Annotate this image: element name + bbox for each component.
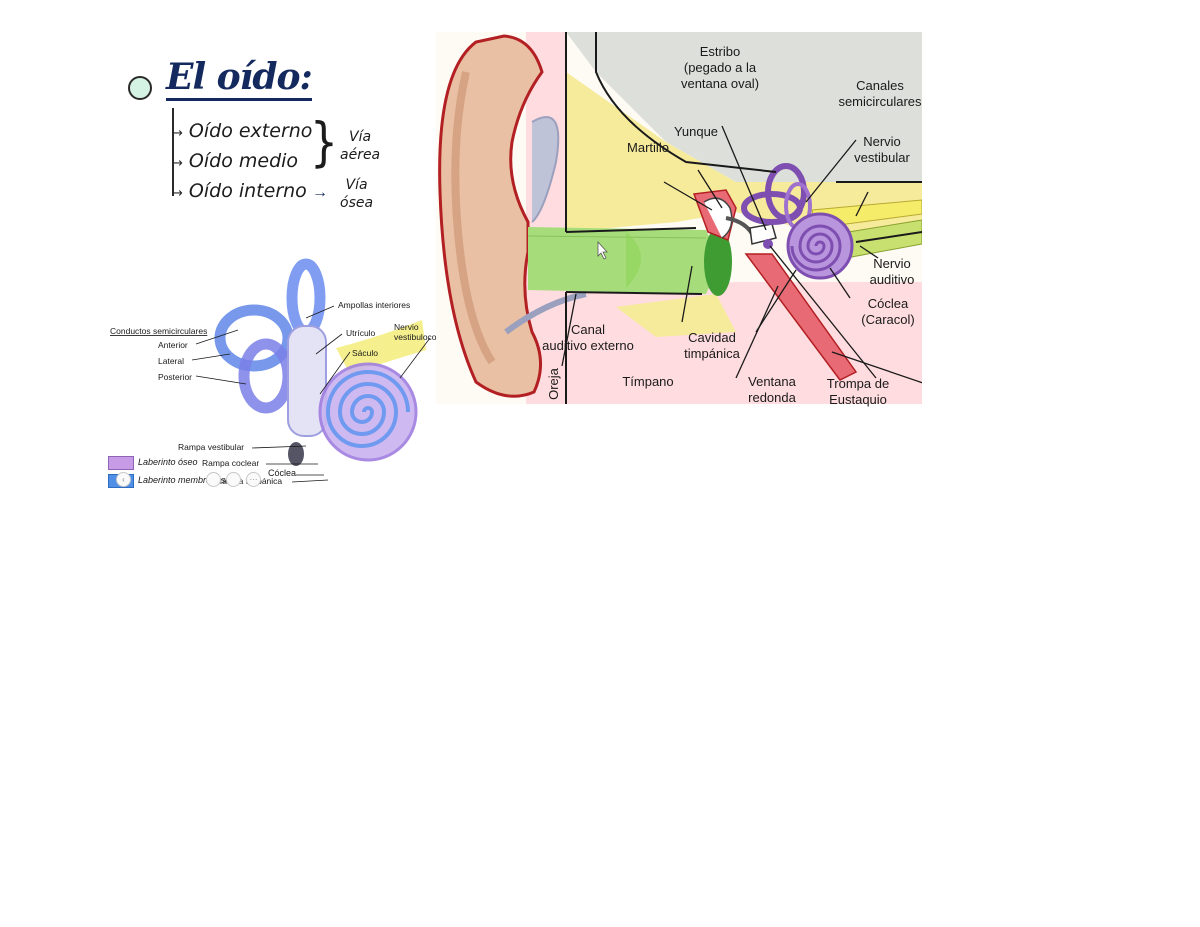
label-nervio-vc-line-2: vestibulococlear — [394, 332, 436, 342]
label-nervio-vestibular-line-2: vestibular — [854, 150, 910, 165]
coclea-leader — [296, 474, 324, 476]
slide: El oído: → Oído externo → Oído medio → Oído… — [106, 32, 922, 488]
via-aerea-label: Vía aérea — [340, 128, 380, 164]
label-nervio-auditivo-line-2: auditivo — [870, 272, 915, 287]
label-estribo-line-2: (pegado a la — [684, 60, 757, 75]
toolbar-button[interactable] — [206, 472, 221, 487]
arrow-right-icon: → — [172, 126, 183, 141]
svg-text:Nerviovestibulococlear: Nerviovestibulococlear — [394, 322, 436, 342]
more-options-button[interactable]: ··· — [246, 472, 261, 487]
legend-swatch-oseo — [108, 456, 134, 470]
label-timpano: Tímpano — [622, 374, 673, 389]
coclea-inner-spiral — [325, 370, 410, 448]
conducto-posterior-shape — [238, 338, 294, 414]
coclea-inner-shape — [318, 362, 418, 462]
label-canal-line-1: Canal — [571, 322, 605, 337]
label-trompa-line-2: Eustaquio — [829, 392, 887, 407]
label-posterior: Posterior — [158, 372, 192, 382]
outline-item-interno: → Oído interno — [172, 180, 307, 202]
label-coclea-line-1: Cóclea — [868, 296, 909, 311]
legend-label-oseo: Laberinto óseo — [138, 457, 198, 467]
via-aerea-line-1: Vía — [349, 129, 372, 145]
label-nervio-vestibular-line-1: Nervio — [863, 134, 901, 149]
label-ventana-line-1: Ventana — [748, 374, 796, 389]
lower-bone — [616, 294, 736, 337]
label-martillo: Martillo — [627, 140, 669, 155]
label-ventana-line-2: redonda — [748, 390, 796, 405]
label-nervio-vc-line-1: Nervio — [394, 322, 419, 332]
ventana-shape — [288, 442, 304, 466]
label-coclea-line-2: (Caracol) — [861, 312, 914, 327]
prev-slide-button[interactable]: ‹ — [116, 472, 131, 487]
coclea-shape — [786, 212, 854, 280]
outline-item-externo-label: Oído externo — [188, 120, 313, 142]
label-saculo: Sáculo — [352, 348, 378, 358]
label-cavidad-line-1: Cavidad — [688, 330, 736, 345]
outline-item-externo: → Oído externo — [172, 120, 312, 142]
mouse-cursor-icon — [597, 240, 608, 260]
canal-auditivo — [528, 227, 721, 294]
label-yunque: Yunque — [674, 124, 718, 139]
label-conductos: Conductos semicirculares — [110, 326, 207, 336]
label-canal-line-2: auditivo externo — [542, 338, 634, 353]
via-osea-line-1: Vía — [345, 177, 368, 193]
cartilage — [531, 116, 560, 223]
timpano-membrane — [704, 228, 732, 296]
temporal-bone — [566, 72, 922, 242]
outline-item-medio-label: Oído medio — [188, 150, 299, 172]
outline-item-interno-label: Oído interno — [188, 180, 307, 202]
conducto-anterior-shape — [286, 258, 326, 338]
label-cavidad-line-2: timpánica — [684, 346, 740, 361]
curly-brace-icon: } — [310, 111, 338, 173]
trompa-eustaquio — [744, 253, 858, 381]
label-lateral: Lateral — [158, 356, 184, 366]
toolbar-button[interactable] — [226, 472, 241, 487]
svg-text:Cóclea(Caracol): Cóclea(Caracol) — [861, 296, 914, 327]
label-coclea-inner: Cóclea — [268, 468, 297, 478]
label-utriculo: Utrículo — [346, 328, 376, 338]
label-canales-line-1: Canales — [856, 78, 904, 93]
bullet-circle — [128, 76, 152, 100]
via-aerea-line-2: aérea — [340, 147, 381, 163]
label-rampa-vestibular: Rampa vestibular — [178, 442, 244, 452]
skull-region — [566, 32, 922, 182]
inner-ear-diagram: Conductos semicirculares Anterior Latera… — [110, 258, 436, 484]
label-canales-line-2: semicirculares — [838, 94, 922, 109]
canal-semicircular-2 — [741, 191, 803, 225]
via-osea-label: Vía ósea — [340, 176, 373, 212]
label-estribo-line-3: ventana oval) — [681, 76, 759, 91]
outline-tree-line — [172, 108, 174, 196]
arrow-right-icon: → — [312, 184, 328, 201]
martillo-bone — [703, 197, 733, 239]
arrow-right-icon: → — [172, 186, 183, 201]
label-ampollas: Ampollas interiores — [338, 300, 410, 310]
label-trompa-line-1: Trompa de — [827, 376, 889, 391]
label-oreja: Oreja — [546, 367, 561, 400]
slide-title: El oído: — [166, 56, 313, 101]
label-anterior: Anterior — [158, 340, 188, 350]
arrow-right-icon: → — [172, 156, 183, 171]
legend-label-membranoso: Laberinto membranoso — [138, 475, 231, 485]
coclea-spiral — [790, 224, 842, 272]
leader-lines — [561, 125, 922, 384]
label-rampa-coclear: Rampa coclear — [202, 458, 259, 468]
oreja-pinna — [438, 34, 544, 398]
nervio-vestibulococlear-shape — [336, 320, 426, 374]
label-nervio-auditivo-line-1: Nervio — [873, 256, 911, 271]
via-osea-line-2: ósea — [340, 195, 374, 211]
outline-item-medio: → Oído medio — [172, 150, 298, 172]
label-estribo-line-1: Estribo — [700, 44, 740, 59]
